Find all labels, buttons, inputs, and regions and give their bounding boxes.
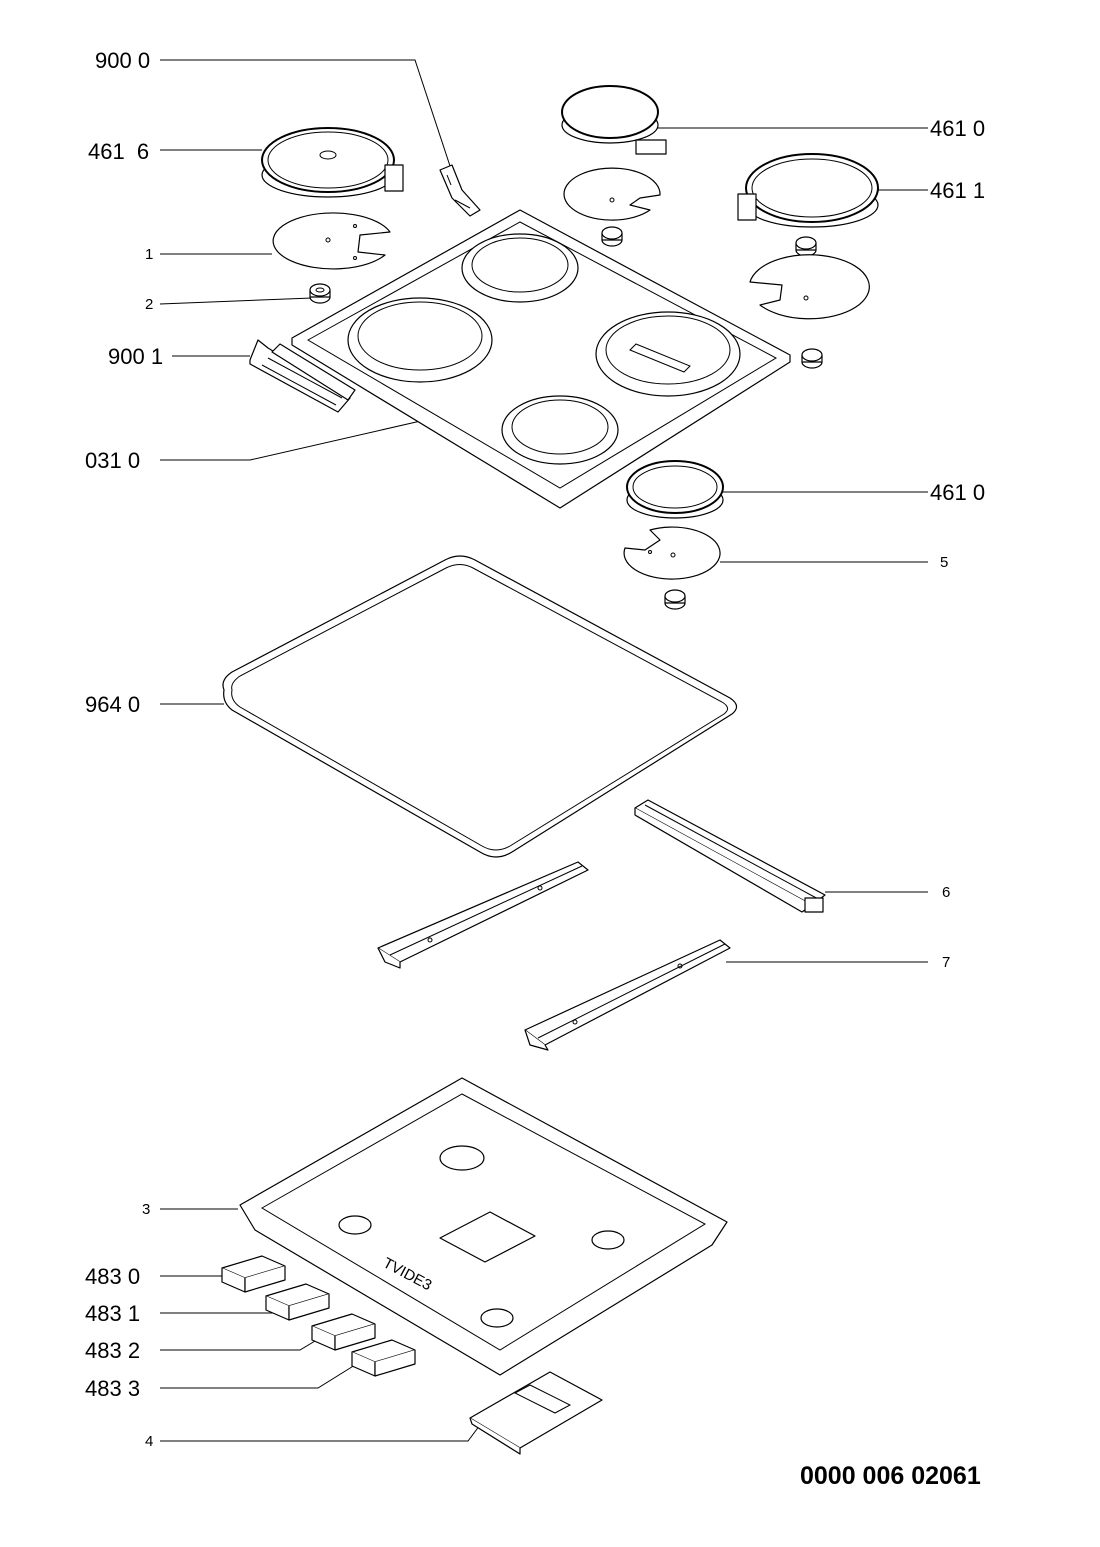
gasket-9640 <box>222 555 738 858</box>
hotplate-4611 <box>737 153 879 369</box>
spacer-disc-1 <box>272 212 391 270</box>
label-3: 3 <box>142 1201 150 1218</box>
label-4833: 483 3 <box>85 1376 140 1401</box>
bracket-9001 <box>249 339 356 413</box>
nut-2 <box>309 283 331 304</box>
label-9000: 900 0 <box>95 48 150 73</box>
label-0310: 031 0 <box>85 448 140 473</box>
bottom-tray-3: TVIDE3 <box>239 1077 728 1376</box>
label-4611: 461 1 <box>930 178 985 203</box>
label-4610-lower: 461 0 <box>930 480 985 505</box>
connector-4830 <box>221 1255 286 1293</box>
label-2: 2 <box>145 296 153 313</box>
hotplate-4616 <box>261 127 404 198</box>
labels: 900 0 461 6 1 2 900 1 031 0 964 0 461 0 … <box>85 48 985 1450</box>
spacer-disc-5 <box>623 526 721 610</box>
label-4832: 483 2 <box>85 1338 140 1363</box>
label-4830: 483 0 <box>85 1264 140 1289</box>
cover-plate-4 <box>469 1371 603 1455</box>
label-9001: 900 1 <box>108 344 163 369</box>
strip-7 <box>524 939 731 1051</box>
connector-4832 <box>311 1313 376 1351</box>
leader-lines <box>159 59 928 1442</box>
hotplate-4610-lower <box>626 460 724 519</box>
label-4610-top: 461 0 <box>930 116 985 141</box>
hotplate-4610-top <box>561 85 667 247</box>
label-1: 1 <box>145 246 153 263</box>
strip-left <box>377 861 589 969</box>
hob-top-0310 <box>291 209 791 509</box>
rail-6 <box>634 799 826 913</box>
label-4831: 483 1 <box>85 1301 140 1326</box>
label-6: 6 <box>942 884 950 901</box>
label-7: 7 <box>942 954 950 971</box>
clip-part-9000 <box>439 164 481 217</box>
connector-4831 <box>265 1283 330 1321</box>
connector-4833 <box>351 1339 416 1377</box>
label-4616: 461 6 <box>88 139 149 164</box>
label-9640: 964 0 <box>85 692 140 717</box>
label-4: 4 <box>145 1433 153 1450</box>
document-number: 0000 006 02061 <box>800 1462 981 1490</box>
label-5: 5 <box>940 554 948 571</box>
